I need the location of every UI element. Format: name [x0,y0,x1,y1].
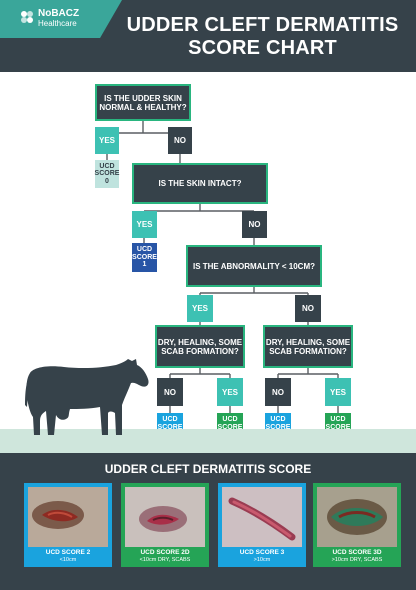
lesion-photo-score-3d [317,487,397,547]
score-card-2d-sub: <10cm DRY, SCABS [139,557,191,563]
question-dry-healing-left-text: DRY, HEALING, SOME SCAB FORMATION? [157,337,243,356]
answer-no-3: NO [295,295,321,322]
title-line-2: SCORE CHART [188,37,337,59]
answer-no-1: NO [168,127,192,154]
score-2-line1: UCD [162,416,178,424]
answer-yes-4: YES [217,378,243,406]
question-udder-normal: IS THE UDDER SKIN NORMAL & HEALTHY? [95,84,191,121]
question-skin-intact-text: IS THE SKIN INTACT? [158,179,242,188]
score-card-3-sub: >10cm [253,557,271,563]
logo-tab [0,0,122,38]
score-card-2d: UCD SCORE 2D <10cm DRY, SCABS [121,483,209,567]
score-1-line2: SCORE [132,253,157,261]
lesion-photo-score-2d [125,487,205,547]
page-title: UDDER CLEFT DERMATITIS SCORE CHART [120,14,405,60]
score-card-2-sub: <10cm [59,557,77,563]
question-abnormality-size-text: IS THE ABNORMALITY < 10CM? [192,261,315,271]
score-0-line3: 0 [105,177,109,185]
score-3-line1: UCD [270,416,286,424]
answer-yes-1: YES [95,127,119,154]
question-dry-healing-left: DRY, HEALING, SOME SCAB FORMATION? [155,325,245,368]
question-skin-intact: IS THE SKIN INTACT? [132,163,268,204]
answer-no-2: NO [242,211,267,238]
score-card-2-label: UCD SCORE 2 [45,549,91,556]
score-1-line1: UCD [136,246,153,254]
lesion-photo-score-3 [222,487,302,547]
score-3d-line2: SCORE [325,423,351,431]
answer-yes-5: YES [325,378,351,406]
answer-yes-3: YES [187,295,213,322]
question-dry-healing-right: DRY, HEALING, SOME SCAB FORMATION? [263,325,353,368]
score-0-line2: SCORE [94,170,120,178]
score-card-2d-label: UCD SCORE 2D [140,549,190,556]
question-udder-normal-text: IS THE UDDER SKIN NORMAL & HEALTHY? [99,93,187,112]
score-card-3d-sub: >10cm DRY, SCABS [331,557,383,563]
title-line-1: UDDER CLEFT DERMATITIS [126,14,399,36]
score-0-line1: UCD [99,162,115,170]
question-abnormality-size: IS THE ABNORMALITY < 10CM? [186,245,322,287]
bottom-title: UDDER CLEFT DERMATITIS SCORE [104,462,312,476]
cow-silhouette-icon [25,359,149,435]
score-1-line3: 1 [142,261,147,269]
answer-no-5: NO [265,378,291,406]
score-card-3: UCD SCORE 3 >10cm [218,483,306,567]
score-2d-line2: SCORE [217,423,243,431]
score-card-2: UCD SCORE 2 <10cm [24,483,112,567]
answer-yes-2: YES [132,211,157,238]
score-card-3-label: UCD SCORE 3 [239,549,285,556]
logo-name: NoBACZ [38,8,80,19]
score-3d-line1: UCD [330,416,346,424]
nobacz-logo-icon [21,11,33,23]
answer-no-4: NO [157,378,183,406]
ground-strip [0,429,416,453]
lesion-photo-score-2 [28,487,108,547]
score-2-line2: SCORE [157,423,183,431]
question-dry-healing-right-text: DRY, HEALING, SOME SCAB FORMATION? [265,337,351,356]
score-card-3d-label: UCD SCORE 3D [332,549,382,556]
score-3-line2: SCORE [265,423,291,431]
score-2d-line1: UCD [222,416,238,424]
logo-subtitle: Healthcare [38,19,77,28]
score-card-3d: UCD SCORE 3D >10cm DRY, SCABS [313,483,401,567]
